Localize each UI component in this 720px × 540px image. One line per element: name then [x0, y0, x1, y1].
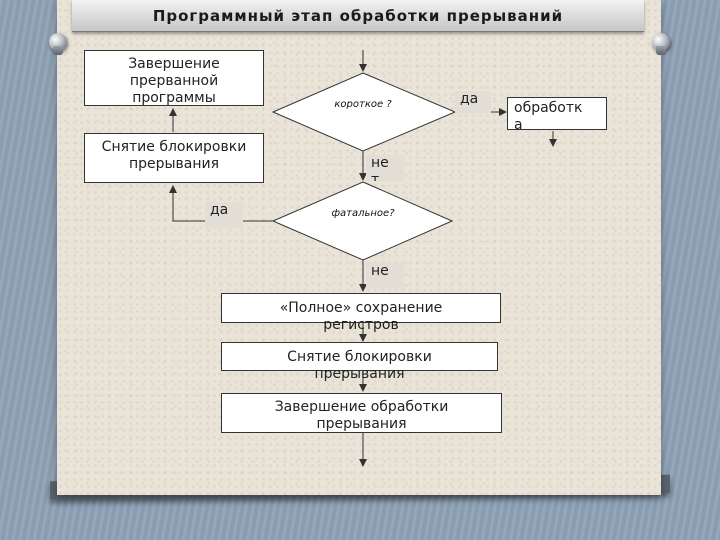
box-unlock-interrupt-left: Снятие блокировки прерывания	[84, 133, 264, 183]
box-finish-interrupt-processing: Завершение обработки прерывания	[221, 393, 502, 433]
slide-title: Программный этап обработки прерываний	[72, 0, 644, 32]
box-finish-interrupted-program: Завершение прерванной программы	[84, 50, 264, 106]
box-processing: обработк а	[507, 97, 607, 130]
pushpin-icon-left	[49, 33, 67, 55]
box-full-save-registers: «Полное» сохранение регистров	[221, 293, 501, 333]
label-no-fatal: не	[366, 263, 404, 289]
label-no-short: не т	[366, 155, 404, 181]
pushpin-icon-right	[652, 33, 670, 55]
decision-short-shape	[271, 72, 457, 152]
box-unlock-interrupt-bottom: Снятие блокировки прерывания	[221, 342, 498, 382]
label-yes-fatal: да	[205, 202, 243, 228]
decision-fatal-label: фатальное?	[331, 208, 395, 219]
decision-fatal-shape	[271, 181, 454, 261]
label-yes-short: да	[455, 91, 491, 113]
decision-short-label: короткое ?	[334, 99, 392, 110]
